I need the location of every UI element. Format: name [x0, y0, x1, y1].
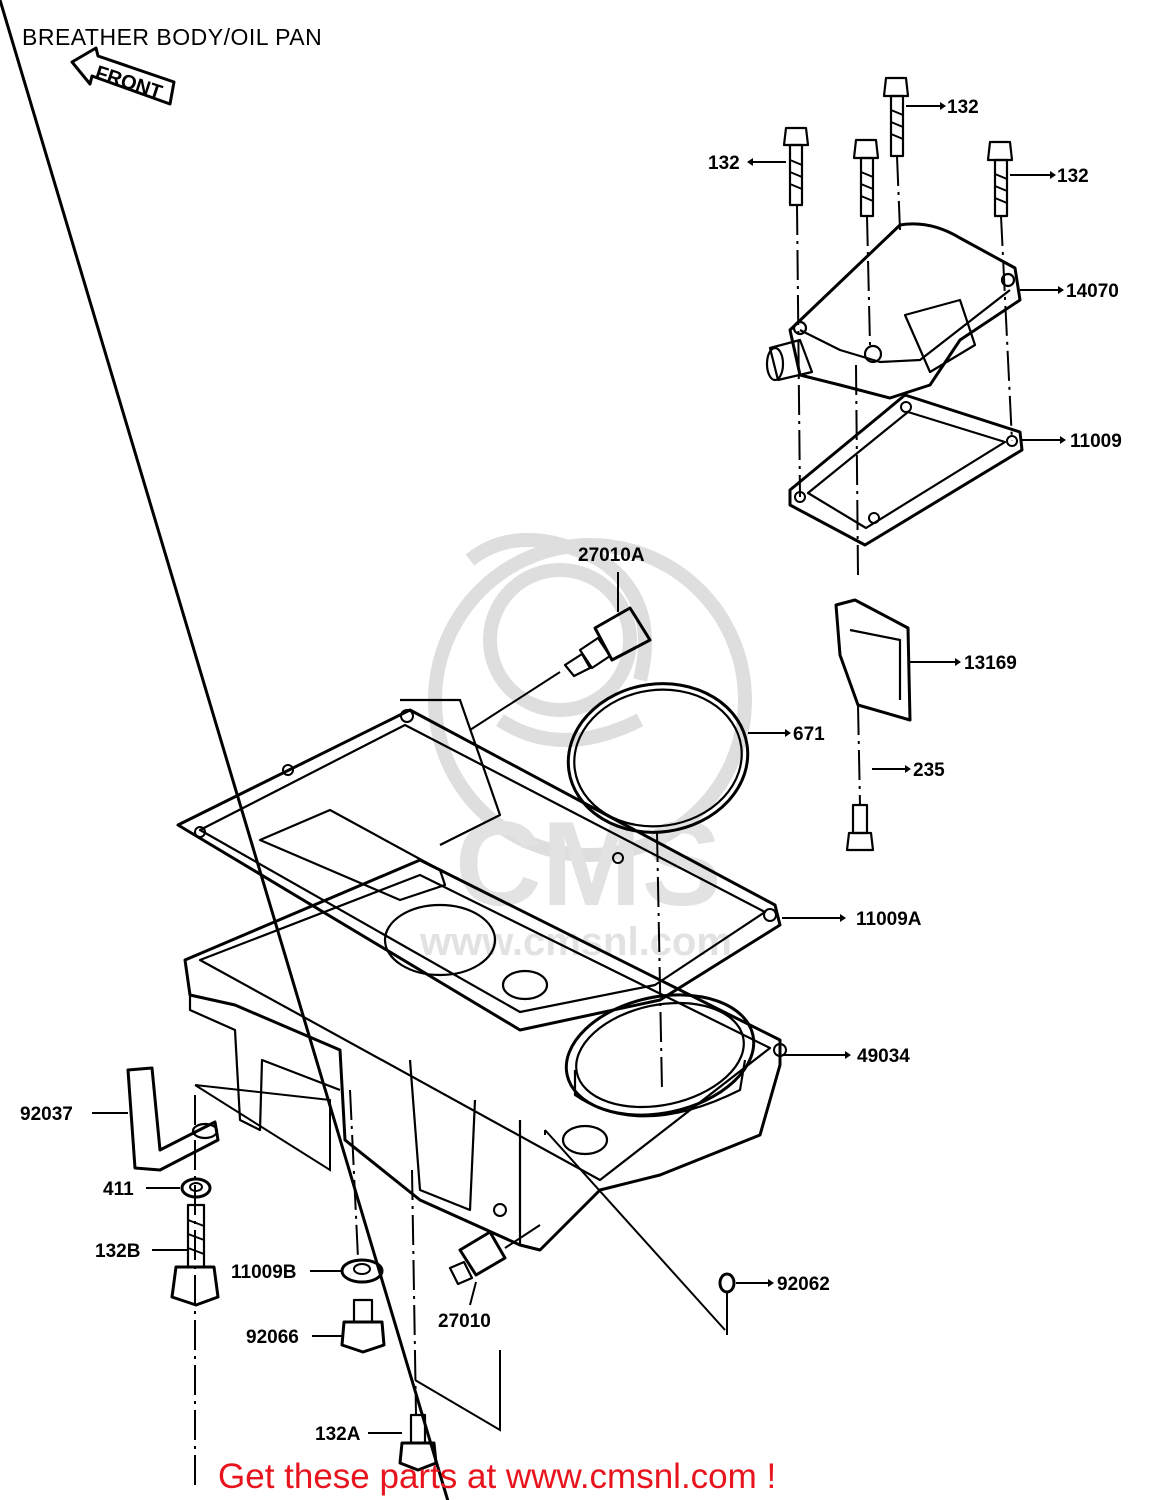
label-92062: 92062: [777, 1274, 830, 1295]
o-ring-671: [566, 682, 750, 1091]
front-arrow-label: FRONT: [92, 62, 164, 104]
washer-11009b: [340, 1089, 384, 1284]
label-132-left: 132: [708, 153, 740, 174]
oil-pressure-switch-27010a: [469, 606, 652, 731]
washer-411: [180, 1177, 212, 1199]
label-13169: 13169: [964, 653, 1017, 674]
alignment-lines-breather: [796, 155, 1013, 576]
bolt-235: [845, 803, 875, 852]
label-671: 671: [793, 724, 825, 745]
drain-plug-92066: [340, 1298, 386, 1354]
bolt-132-group: [782, 76, 1014, 218]
label-92066: 92066: [246, 1327, 299, 1348]
label-11009: 11009: [1070, 431, 1122, 452]
label-132a: 132A: [315, 1424, 361, 1445]
front-arrow: FRONT: [70, 46, 176, 106]
page-title: BREATHER BODY/OIL PAN: [22, 24, 322, 50]
gasket-11009a: [176, 698, 782, 1032]
label-132-right: 132: [1057, 166, 1089, 187]
bolt-132a: [398, 1169, 438, 1472]
oil-pan: [183, 858, 787, 1252]
label-411: 411: [103, 1179, 134, 1200]
alignment-lines-pan: [194, 1084, 726, 1432]
watermark-logo: CMS www.cmsnl.com: [419, 533, 752, 964]
switch-27010: [0, 0, 541, 1500]
part-labels: 132 132 132 14070 11009 27010A 13169 671…: [20, 97, 1122, 1445]
label-235: 235: [913, 760, 945, 781]
label-49034: 49034: [857, 1046, 910, 1067]
breather-body: [765, 222, 1022, 400]
plate-13169: [834, 598, 912, 806]
label-132-top: 132: [947, 97, 979, 118]
bolt-132b: [170, 1203, 220, 1307]
label-11009a: 11009A: [856, 909, 922, 930]
label-27010a: 27010A: [578, 545, 645, 566]
bracket-92037: [126, 1066, 220, 1490]
label-27010: 27010: [438, 1311, 491, 1332]
watermark-url-text: www.cmsnl.com: [419, 920, 732, 964]
label-11009b: 11009B: [231, 1262, 297, 1283]
label-92037: 92037: [20, 1104, 73, 1125]
label-132b: 132B: [95, 1241, 140, 1262]
label-14070: 14070: [1066, 281, 1119, 302]
footer-promo-text: Get these parts at www.cmsnl.com !: [218, 1457, 776, 1496]
gasket-11009: [788, 393, 1024, 547]
washer-92062: [718, 1272, 736, 1335]
